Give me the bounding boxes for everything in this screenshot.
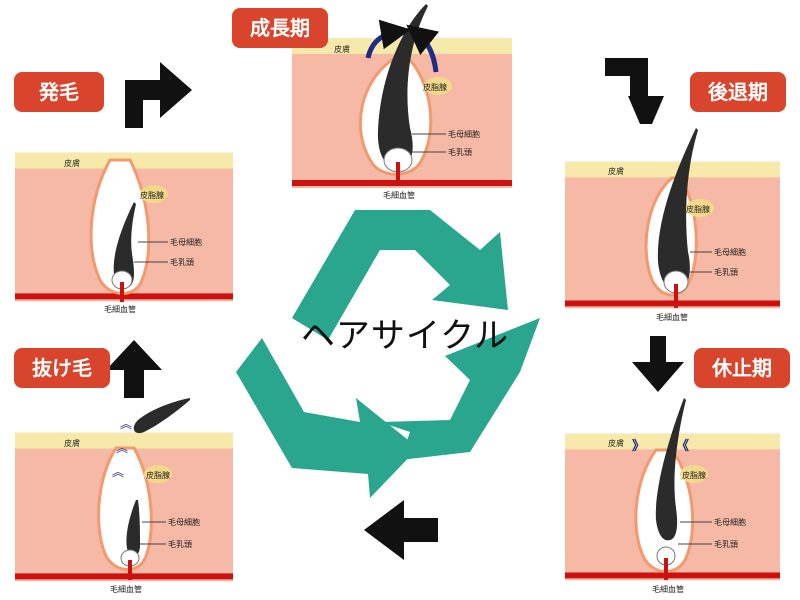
new-hair bbox=[126, 500, 140, 557]
badge-regression: 後退期 bbox=[690, 72, 786, 112]
label-sebaceous: 皮脂腺 bbox=[682, 470, 706, 480]
label-capillary: 毛細血管 bbox=[656, 312, 688, 322]
upward-motion-icon: ︽ bbox=[120, 417, 132, 431]
badge-resting: 休止期 bbox=[694, 348, 790, 388]
label-sebaceous: 皮脂腺 bbox=[686, 204, 710, 214]
label-sebaceous: 皮脂腺 bbox=[146, 470, 170, 480]
recycle-icon bbox=[236, 210, 540, 498]
label-capillary: 毛細血管 bbox=[104, 304, 136, 314]
sebaceous-gland bbox=[424, 77, 452, 95]
panel-growth: 皮膚 皮脂腺 毛母細胞 毛乳頭 毛細血管 bbox=[292, 4, 512, 200]
compress-right-icon: 《 bbox=[676, 438, 689, 454]
panel-regrowth: 皮膚 皮脂腺 毛母細胞 毛乳頭 毛細血管 bbox=[15, 152, 233, 314]
label-matrix: 毛母細胞 bbox=[448, 129, 480, 139]
label-skin: 皮膚 bbox=[64, 158, 80, 168]
hair-shaft bbox=[655, 398, 686, 541]
hair-shaft bbox=[657, 128, 698, 291]
upward-motion-icon: ︽ bbox=[112, 465, 124, 479]
hair-shaft bbox=[113, 202, 136, 288]
panel-resting: 》 《 皮膚 皮脂腺 毛母細胞 毛乳頭 毛細血管 bbox=[565, 398, 780, 594]
upward-motion-icon: ︽ bbox=[116, 441, 128, 455]
label-matrix: 毛母細胞 bbox=[168, 517, 200, 527]
arrow-regrowth-to-growth bbox=[125, 62, 192, 128]
label-skin: 皮膚 bbox=[608, 438, 624, 448]
badge-shedding: 抜け毛 bbox=[14, 348, 110, 388]
panel-shedding: ︽ ︽ ︽ 皮膚 皮脂腺 毛母細胞 毛乳頭 毛細血管 bbox=[15, 398, 233, 594]
falling-hair bbox=[133, 398, 190, 434]
arrow-shedding-to-regrowth bbox=[106, 340, 162, 398]
label-matrix: 毛母細胞 bbox=[714, 247, 746, 257]
label-capillary: 毛細血管 bbox=[383, 190, 415, 200]
label-skin: 皮膚 bbox=[334, 44, 350, 54]
label-matrix: 毛母細胞 bbox=[170, 237, 202, 247]
hair-shaft bbox=[377, 4, 428, 168]
compress-left-icon: 》 bbox=[632, 438, 645, 454]
label-capillary: 毛細血管 bbox=[652, 584, 684, 594]
label-capillary: 毛細血管 bbox=[110, 584, 142, 594]
arrow-regression-to-resting bbox=[632, 336, 684, 392]
badge-growth: 成長期 bbox=[232, 8, 328, 48]
motion-arrow-right bbox=[406, 24, 440, 73]
label-papilla: 毛乳頭 bbox=[168, 539, 192, 549]
label-sebaceous: 皮脂腺 bbox=[140, 190, 164, 200]
label-papilla: 毛乳頭 bbox=[714, 267, 738, 277]
badge-regrowth: 発毛 bbox=[14, 72, 104, 112]
arrow-growth-to-regression bbox=[605, 58, 664, 124]
label-skin: 皮膚 bbox=[608, 166, 624, 176]
arrow-resting-to-shedding bbox=[364, 500, 438, 560]
motion-arrow-left bbox=[365, 19, 411, 59]
label-papilla: 毛乳頭 bbox=[170, 257, 194, 267]
label-matrix: 毛母細胞 bbox=[714, 517, 746, 527]
diagram-title: ヘアサイクル bbox=[300, 316, 510, 356]
label-papilla: 毛乳頭 bbox=[714, 539, 738, 549]
label-sebaceous: 皮脂腺 bbox=[423, 82, 447, 92]
label-skin: 皮膚 bbox=[64, 438, 80, 448]
label-papilla: 毛乳頭 bbox=[448, 147, 472, 157]
panel-regression: 皮膚 皮脂腺 毛母細胞 毛乳頭 毛細血管 bbox=[565, 128, 780, 322]
